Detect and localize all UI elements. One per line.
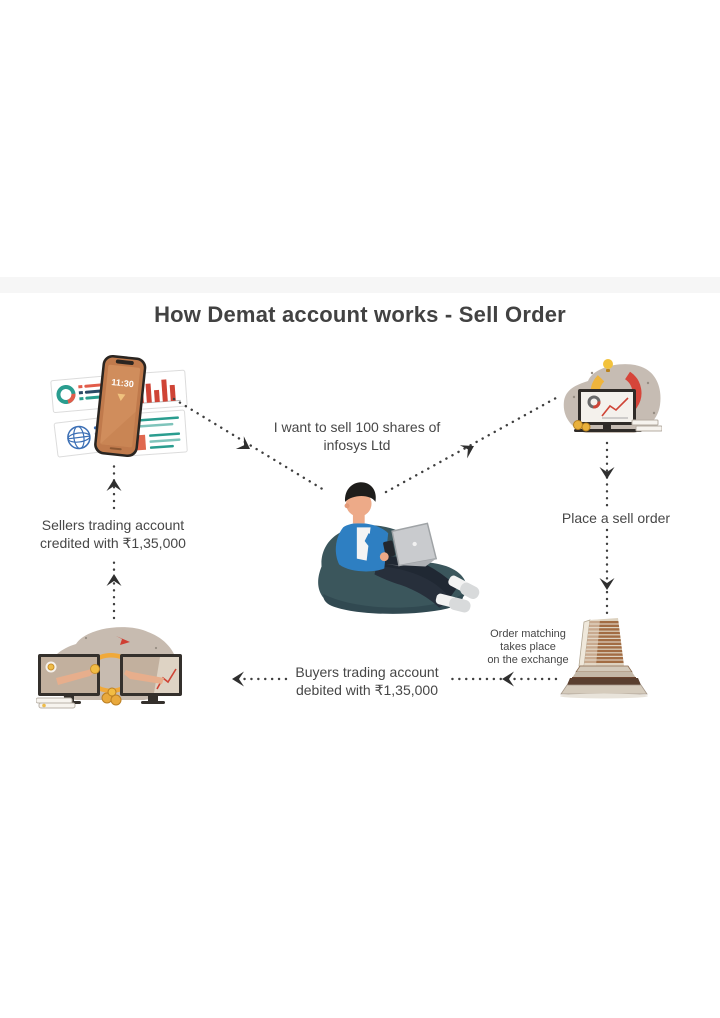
paper-stack [631,419,662,432]
label-place-order: Place a sell order [561,510,671,526]
label-buyer-debit-line2: debited with ₹1,35,000 [295,681,438,698]
phone-time: 11:30 [111,377,134,389]
label-buyer-debit: Buyers trading account debited with ₹1,3… [267,664,467,699]
giving-hand [56,668,96,685]
arrowhead-up-1 [106,574,122,586]
laptop [386,522,438,567]
label-seller-credit-line1: Sellers trading account [41,517,185,533]
terminal-monitor [574,389,642,432]
label-buyer-debit-line1: Buyers trading account [295,664,439,680]
exchange-podium [560,665,648,699]
label-order-matching-line2: takes place [500,641,556,653]
arrowhead-left-1 [502,671,514,687]
label-sell-intent: I want to sell 100 shares of infosys Ltd [247,419,467,454]
arrowhead-up-2 [106,479,122,491]
receiving-hand [124,670,164,684]
coin-stack [101,687,122,706]
broker-terminal-illustration [563,359,662,433]
lightbulb-icon [603,359,613,372]
arrowhead-left-2 [232,671,244,687]
investor-illustration [318,482,480,614]
label-order-matching: Order matching takes place on the exchan… [477,628,579,667]
label-seller-credit-line2: credited with ₹1,35,000 [40,534,186,551]
label-sell-intent-line2: infosys Ltd [323,436,391,453]
receiver-monitor [120,654,182,704]
content-top-edge [0,277,720,293]
sender-monitor [38,654,100,704]
demat-app-phone-illustration: 11:30 [50,354,188,458]
investor-legs [366,556,480,613]
stock-exchange-building-illustration [560,618,648,699]
label-seller-credit: Sellers trading account credited with ₹1… [13,517,213,552]
paper-stack-left [36,697,76,709]
funds-transfer-illustration [36,627,182,709]
page-title: How Demat account works - Sell Order [154,302,566,327]
label-order-matching-line3: on the exchange [487,654,569,666]
label-sell-intent-line1: I want to sell 100 shares of [273,419,441,435]
exchange-tower [578,618,624,667]
smartphone: 11:30 [94,354,147,458]
investor-torso [335,523,396,572]
coins [573,420,591,432]
investor-head [344,482,376,524]
label-order-matching-line1: Order matching [490,628,566,640]
coin-in-hand [90,664,100,674]
paper-plane-icon [116,636,130,645]
arrowhead-down-2 [599,578,615,590]
arrowhead-down-1 [599,467,615,479]
